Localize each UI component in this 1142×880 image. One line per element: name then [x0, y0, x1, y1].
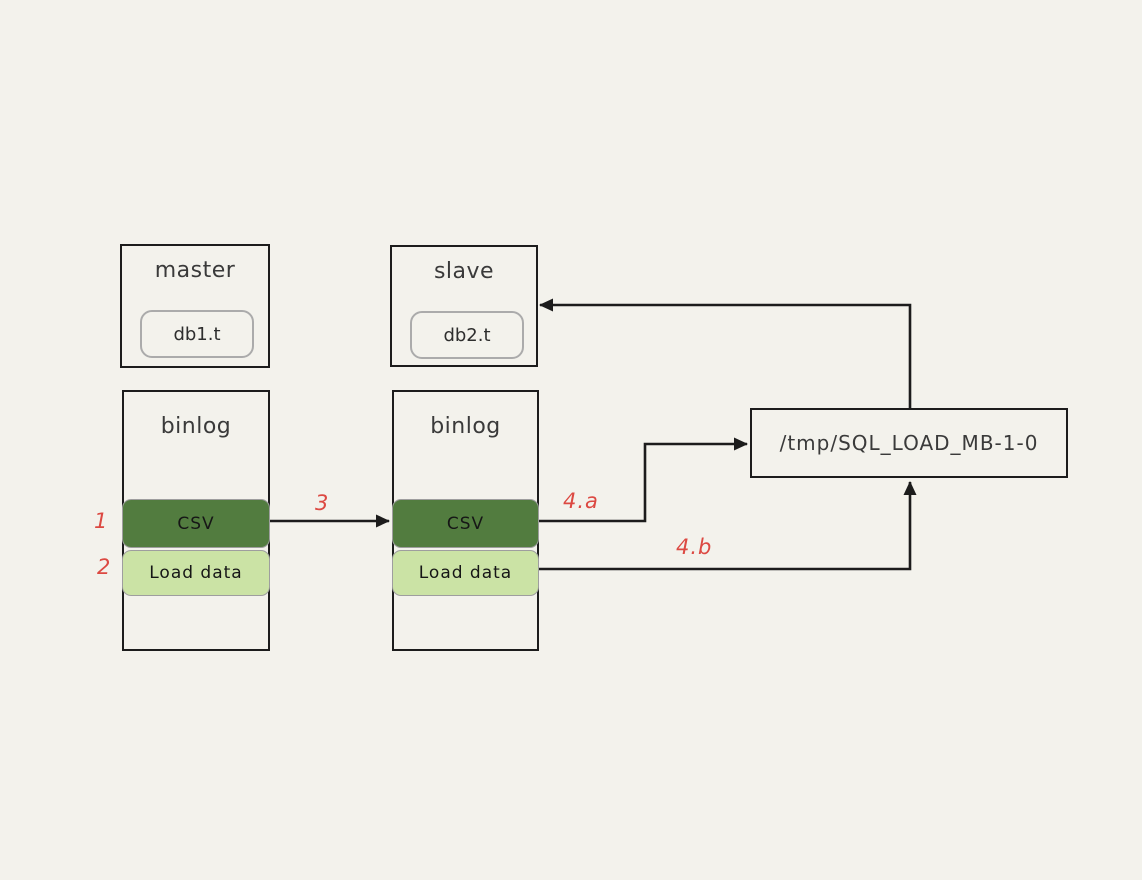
slave-node: slave db2.t [390, 245, 538, 367]
step-label-2: 2 [97, 555, 112, 579]
master-node: master db1.t [120, 244, 270, 368]
master-title: master [154, 258, 236, 283]
master-table-pill: db1.t [140, 310, 254, 358]
step-label-4b: 4.b [676, 535, 713, 559]
slave-binlog-node: binlog CSV Load data [392, 390, 539, 651]
slave-binlog-loaddata-event: Load data [392, 550, 539, 596]
master-binlog-csv-event: CSV [122, 499, 270, 548]
master-binlog-loaddata-event: Load data [122, 550, 270, 596]
slave-binlog-csv-event: CSV [392, 499, 539, 548]
master-binlog-node: binlog CSV Load data [122, 390, 270, 651]
master-binlog-title: binlog [160, 414, 232, 439]
slave-binlog-title: binlog [430, 414, 501, 439]
step-label-1: 1 [94, 509, 109, 533]
step-label-3: 3 [315, 491, 330, 515]
arrow-tmpfile-to-slave [539, 298, 912, 408]
step-label-4a: 4.a [563, 489, 599, 513]
tmp-file-node: /tmp/SQL_LOAD_MB-1-0 [750, 408, 1068, 478]
slave-table-pill: db2.t [410, 311, 524, 359]
slave-title: slave [433, 259, 495, 284]
